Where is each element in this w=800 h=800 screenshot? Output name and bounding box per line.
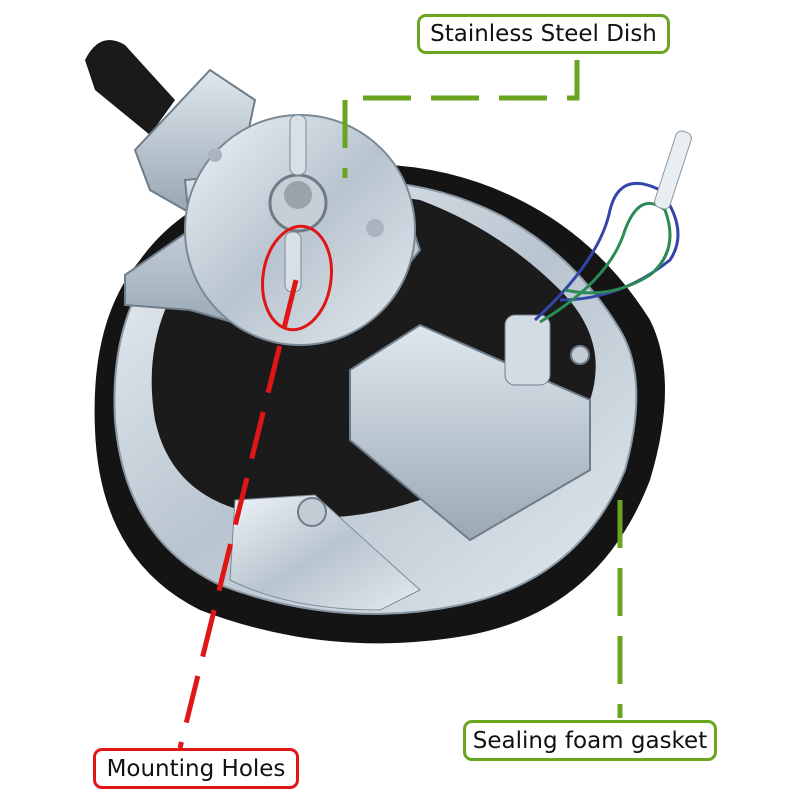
mounting-pin-top: [289, 114, 307, 176]
label-stainless-steel-dish: Stainless Steel Dish: [417, 14, 670, 54]
screw-hole: [208, 148, 222, 162]
phillips-screw: [297, 497, 327, 527]
switch-post: [504, 314, 551, 386]
mounting-leader-line: [177, 279, 299, 749]
label-mounting-holes: Mounting Holes: [93, 748, 299, 789]
mounting-hole-highlight: [261, 224, 333, 332]
label-sealing-foam-gasket: Sealing foam gasket: [463, 720, 717, 761]
wire-green: [539, 201, 672, 324]
handle-grip: [85, 40, 175, 135]
dish-leader-line: [342, 60, 580, 178]
phillips-screw: [570, 345, 590, 365]
screw-hole: [366, 219, 384, 237]
wire-connector: [654, 130, 692, 210]
bolt-head: [284, 181, 312, 209]
bottom-plate: [229, 494, 421, 611]
